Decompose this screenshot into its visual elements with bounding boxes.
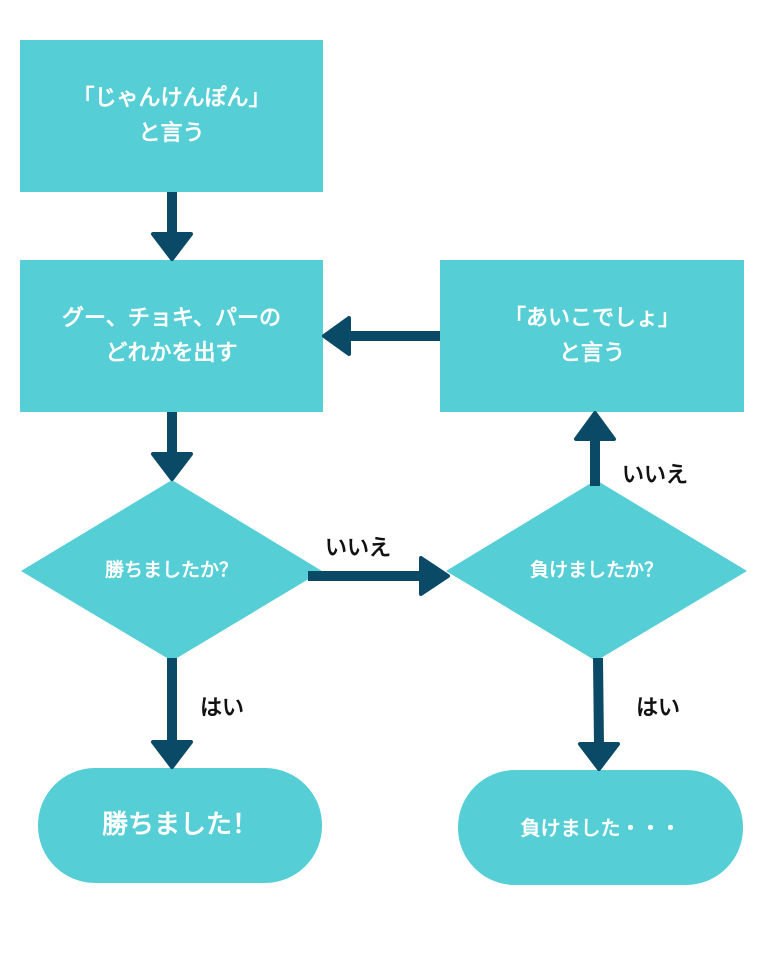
arrow-start-to-choose-head: [151, 232, 193, 261]
node-start-label: 「じゃんけんぽん」 と言う: [20, 40, 323, 192]
node-aiko-label: 「あいこでしょ」 と言う: [440, 260, 744, 412]
edge-label-wonq-yes: はい: [200, 696, 245, 721]
node-aiko-box[interactable]: [440, 260, 744, 412]
terminal-lost-label: 負けました・・・: [458, 770, 743, 885]
terminal-won-text: 勝ちました！: [101, 809, 258, 840]
node-choose-label: グー、チョキ、パーの どれかを出す: [20, 260, 323, 412]
edge-label-wonq-no: いいえ: [325, 536, 392, 561]
node-aiko-line-1: 「あいこでしょ」: [503, 305, 680, 331]
arrow-lostq-to-lost-stem: [593, 657, 604, 747]
node-start-line-1: 「じゃんけんぽん」: [72, 85, 271, 111]
decision-won-label: 勝ちましたか？: [21, 480, 322, 661]
arrow-choose-to-wonq-head: [151, 452, 193, 481]
decision-won-diamond[interactable]: [21, 480, 322, 661]
decision-lost-label: 負けましたか？: [446, 480, 747, 661]
arrow-lostq-to-lost-head: [578, 742, 620, 771]
arrow-wonq-to-lostq-head: [419, 556, 450, 596]
edge-label-lostq-yes: はい: [636, 696, 681, 721]
decision-lost-text: 負けましたか？: [529, 559, 663, 582]
node-choose-line-2: どれかを出す: [105, 341, 238, 366]
terminal-won-label: 勝ちました！: [38, 768, 322, 883]
terminal-lost[interactable]: [458, 770, 743, 885]
node-start-line-2: と言う: [138, 121, 205, 146]
arrow-lostq-to-aiko-head: [574, 411, 616, 441]
terminal-lost-text: 負けました・・・: [520, 815, 681, 840]
node-choose-hand-box[interactable]: [20, 260, 323, 412]
edge-label-lostq-no: いいえ: [622, 463, 689, 488]
decision-lost-diamond[interactable]: [446, 480, 747, 661]
node-aiko-line-2: と言う: [558, 341, 625, 366]
node-start-box[interactable]: [20, 40, 323, 192]
node-choose-line-1: グー、チョキ、パーの: [62, 305, 281, 331]
arrow-aiko-to-choose-head: [322, 316, 351, 356]
decision-won-text: 勝ちましたか？: [104, 559, 238, 582]
terminal-won[interactable]: [38, 768, 322, 883]
arrow-wonq-to-won-head: [151, 740, 193, 769]
